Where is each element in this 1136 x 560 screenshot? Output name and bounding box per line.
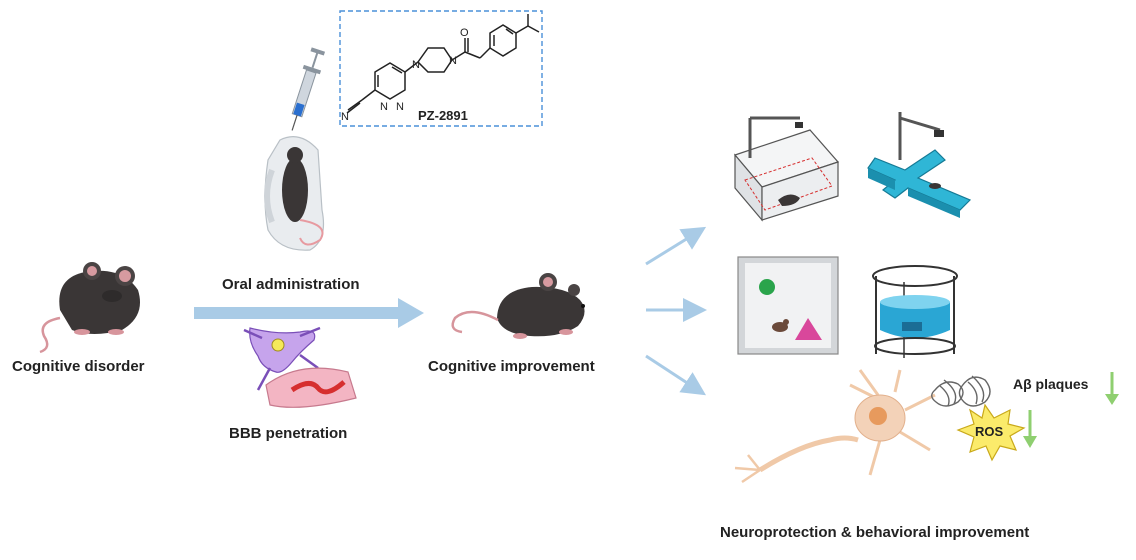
atom-n-ring-1: N (380, 101, 388, 113)
ros-star-icon (956, 403, 1026, 462)
novel-object-box-icon (737, 256, 839, 355)
atom-o: O (460, 27, 469, 39)
down-arrow-icon-ros (1023, 410, 1037, 448)
bbb-illustration (243, 326, 357, 408)
atom-n-ring-2: N (396, 101, 404, 113)
mouse-icon-disorder (39, 262, 140, 354)
syringe-icon (291, 47, 326, 131)
label-outcome: Neuroprotection & behavioral improvement (720, 524, 1030, 541)
compound-name: PZ-2891 (418, 108, 468, 123)
chemical-structure (346, 14, 540, 114)
plaque-icon (931, 375, 991, 407)
abeta-plaques-label: Aβ plaques (1013, 376, 1089, 392)
arrow-up (645, 226, 707, 266)
water-maze-icon (872, 265, 958, 358)
open-field-box-icon (733, 116, 840, 222)
arrow-down (645, 354, 707, 396)
atom-n-nitrile: N (341, 111, 349, 123)
atom-n-pip-2: N (449, 55, 457, 67)
label-cognitive-improvement: Cognitive improvement (428, 358, 595, 375)
compound-box (339, 10, 543, 127)
y-maze-icon (867, 112, 972, 218)
label-oral-administration: Oral administration (222, 276, 360, 293)
label-bbb-penetration: BBB penetration (229, 425, 348, 442)
mouse-icon-improved (451, 273, 585, 339)
gloved-hand-icon (264, 136, 325, 251)
atom-n-pip-1: N (412, 59, 420, 71)
label-cognitive-disorder: Cognitive disorder (12, 358, 145, 375)
main-arrow-head (398, 298, 424, 328)
ros-label: ROS (975, 424, 1004, 439)
down-arrow-icon-plaques (1105, 372, 1119, 405)
neuron-icon (734, 369, 936, 484)
